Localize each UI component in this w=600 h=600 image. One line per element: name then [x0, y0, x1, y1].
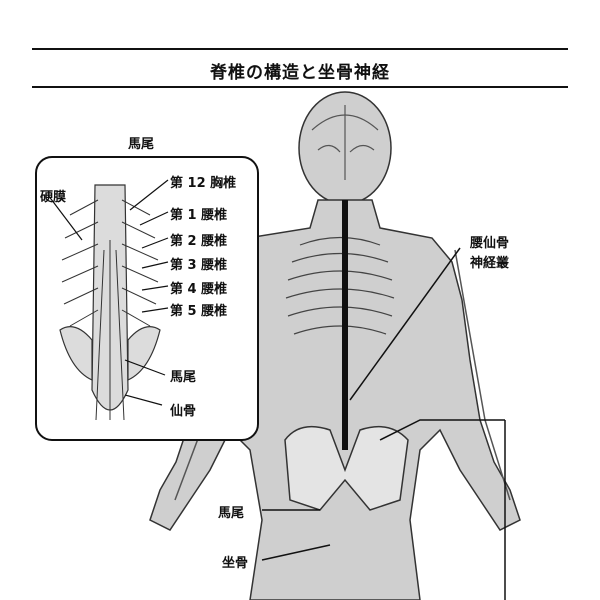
vertebra-label-t12: 第 12 胸椎	[170, 176, 237, 191]
inset-dura-label: 硬膜	[40, 190, 67, 205]
vertebra-label-l2: 第 2 腰椎	[170, 234, 228, 249]
inset-cauda-label: 馬尾	[170, 370, 197, 385]
brain-detail	[311, 105, 379, 180]
inset-cauda-equina	[61, 199, 159, 421]
pelvis	[284, 425, 409, 511]
plexus-pointer	[349, 247, 506, 600]
ribcage	[285, 236, 395, 335]
inset-pointer-lines	[47, 179, 169, 406]
title-top-rule	[32, 48, 568, 50]
plexus-label-line1: 腰仙骨	[470, 236, 510, 251]
title-bottom-rule	[32, 86, 568, 88]
vertebra-label-l4: 第 4 腰椎	[170, 282, 228, 297]
inset-top-label: 馬尾	[128, 137, 155, 152]
cauda-pointer	[261, 509, 331, 561]
vertebra-label-l3: 第 3 腰椎	[170, 258, 228, 273]
body-sciatic-label: 坐骨	[222, 556, 249, 571]
page-title: 脊椎の構造と坐骨神経	[210, 63, 390, 83]
body-cauda-label: 馬尾	[218, 506, 245, 521]
inset-sacrum-label: 仙骨	[170, 404, 197, 419]
vertebra-label-l5: 第 5 腰椎	[170, 304, 228, 319]
plexus-label-line2: 神経叢	[470, 256, 510, 271]
vertebra-label-l1: 第 1 腰椎	[170, 208, 228, 223]
inset-box	[35, 156, 259, 441]
